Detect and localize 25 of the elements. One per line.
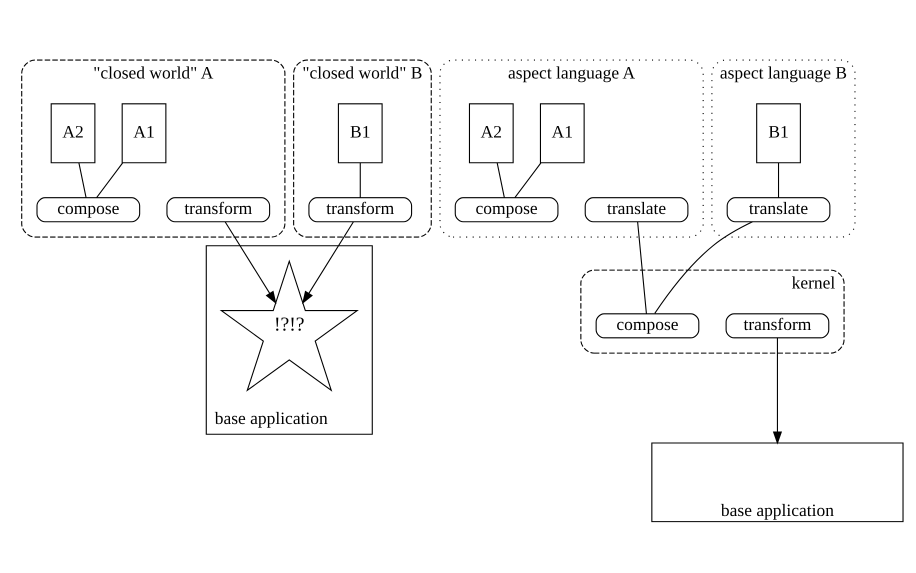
connector xyxy=(778,162,780,198)
node-box: transform xyxy=(308,197,412,222)
arrow xyxy=(224,221,276,304)
connector xyxy=(96,162,124,198)
node-box: A1 xyxy=(122,103,166,164)
node-box: base application xyxy=(651,442,904,522)
arrow xyxy=(772,338,782,445)
node-box: B1 xyxy=(338,103,383,164)
node-box: transform xyxy=(166,197,270,222)
node-box: transform xyxy=(726,313,830,338)
node-box: A1 xyxy=(540,103,585,164)
node-box: compose xyxy=(36,197,140,222)
connector xyxy=(514,162,542,198)
connector xyxy=(496,162,505,198)
node-box: A2 xyxy=(50,103,96,164)
node-box: translate xyxy=(584,197,688,222)
node-box: B1 xyxy=(756,103,801,164)
arrow xyxy=(302,221,354,304)
connector xyxy=(78,162,87,198)
connector xyxy=(360,162,361,198)
node-box: translate xyxy=(726,197,830,222)
node-box: compose xyxy=(596,313,700,338)
node-box: compose xyxy=(454,197,558,222)
node-box: A2 xyxy=(468,103,514,164)
connector xyxy=(637,222,647,314)
